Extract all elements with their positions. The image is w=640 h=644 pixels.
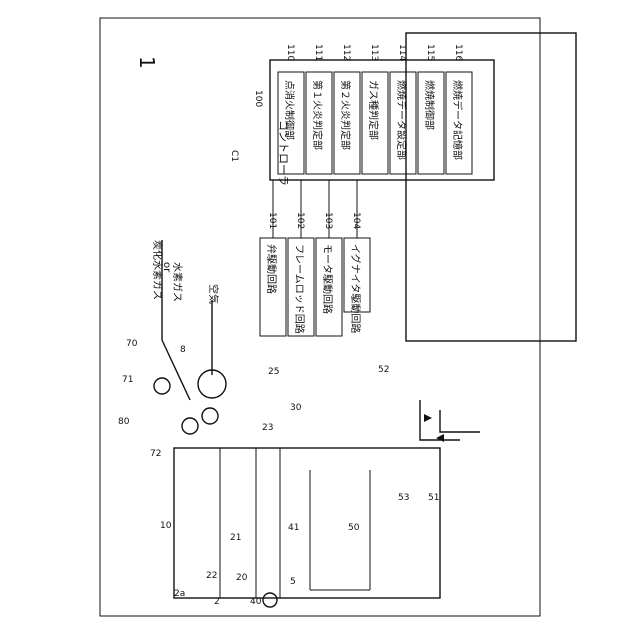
- air-label: 空気: [207, 284, 220, 304]
- valve-72: [182, 418, 198, 434]
- sensor-25: [202, 408, 218, 424]
- signal-lines: [273, 180, 357, 238]
- burner-ports: [220, 448, 280, 598]
- valve-71: [154, 378, 170, 394]
- unit-label-113: ガス種判定部: [367, 80, 380, 140]
- unit-label-115: 燃焼制御部: [423, 80, 436, 130]
- ref-70: 70: [126, 339, 138, 349]
- cold-water-pipe: [440, 410, 480, 432]
- circuit-label-102: フレームロッド回路: [293, 244, 306, 334]
- circuit-label-103: モータ駆動回路: [321, 244, 334, 314]
- ref-50: 50: [348, 523, 360, 533]
- ref-23: 23: [262, 423, 273, 433]
- igniter-40: [263, 593, 277, 607]
- ref-8: 8: [180, 345, 186, 355]
- ref-22: 22: [206, 571, 217, 581]
- ref-40: 40: [250, 597, 262, 607]
- ref-2: 2: [214, 597, 220, 607]
- controller-ref: 100: [253, 90, 263, 107]
- heat-exchanger: [310, 470, 370, 590]
- water-arrows: [424, 414, 444, 442]
- unit-ref-114: 114: [397, 44, 407, 61]
- circuit-ref-101: 101: [267, 212, 277, 229]
- circuit-ref-104: 104: [351, 212, 361, 229]
- ref-21: 21: [230, 533, 241, 543]
- gas-label-2: 水素ガス: [171, 262, 184, 302]
- unit-ref-112: 112: [341, 44, 351, 61]
- unit-ref-116: 116: [453, 44, 463, 61]
- circuit-label-104: イグナイタ駆動回路: [349, 244, 362, 333]
- circuit-ref-102: 102: [295, 212, 305, 229]
- unit-ref-111: 111: [313, 44, 323, 61]
- ref-80: 80: [118, 417, 130, 427]
- ref-51: 51: [428, 493, 439, 503]
- ref-20: 20: [236, 573, 248, 583]
- ref-25: 25: [268, 367, 279, 377]
- ref-30: 30: [290, 403, 302, 413]
- unit-ref-115: 115: [425, 44, 435, 61]
- unit-ref-110: 110: [285, 44, 295, 61]
- unit-label-111: 第１火炎判定部: [311, 80, 324, 150]
- circuit-label-101: 弁駆動回路: [265, 244, 278, 294]
- ref-52: 52: [378, 365, 389, 375]
- unit-label-110: 点消火制御部: [283, 80, 296, 140]
- circuit-ref-103: 103: [323, 212, 333, 229]
- unit-label-112: 第２火炎判定部: [339, 80, 352, 150]
- ref-41: 41: [288, 523, 299, 533]
- ref-10: 10: [160, 521, 172, 531]
- ref-5: 5: [290, 577, 296, 587]
- figure-number: 1: [135, 56, 159, 69]
- ref-71: 71: [122, 375, 133, 385]
- group-ref: C1: [229, 150, 239, 162]
- unit-label-114: 燃焼データ設定部: [395, 80, 408, 160]
- ref-72: 72: [150, 449, 161, 459]
- unit-label-116: 燃焼データ記憶部: [451, 80, 464, 160]
- ref-2a: 2a: [174, 589, 185, 599]
- ref-53: 53: [398, 493, 409, 503]
- unit-ref-113: 113: [369, 44, 379, 61]
